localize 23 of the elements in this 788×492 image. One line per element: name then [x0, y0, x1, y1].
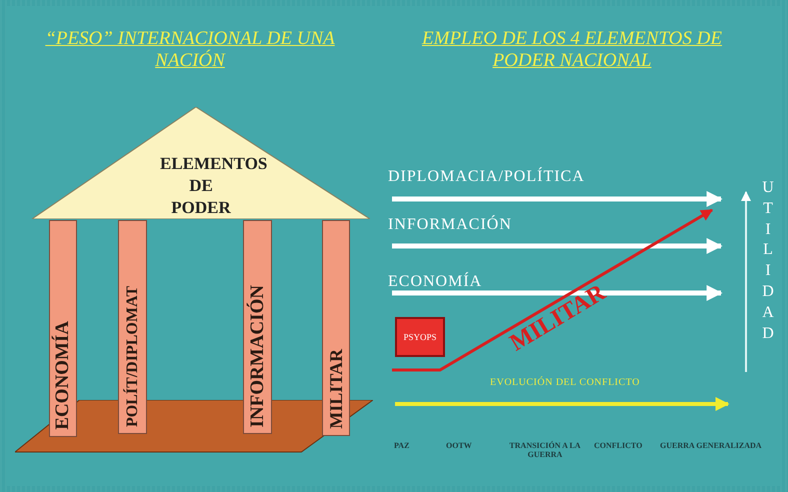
pillar [118, 220, 147, 434]
stage-label: GUERRA GENERALIZADA [660, 441, 762, 450]
pillar-label: ECONOMÍA [52, 321, 74, 432]
stage-label: PAZ [394, 441, 410, 450]
heading: “PESO” INTERNACIONAL DE UNA NACIÓN [44, 28, 336, 72]
axis-label: EVOLUCIÓN DEL CONFLICTO [490, 377, 640, 388]
stage-label: TRANSICIÓN A LA GUERRA [508, 441, 582, 459]
element-label: INFORMACIÓN [388, 216, 512, 234]
axis-label: UTILIDAD [762, 178, 774, 344]
element-label: ECONOMÍA [388, 273, 482, 291]
pillar [49, 220, 77, 437]
pillar-label: POLÍT/DIPLOMAT [124, 286, 142, 429]
psyops-box: PSYOPS [395, 317, 445, 357]
pillar-label: INFORMACIÓN [246, 284, 268, 429]
roof-label: ELEMENTOS DE PODER [159, 153, 268, 219]
roof-triangle [32, 107, 370, 219]
heading: EMPLEO DE LOS 4 ELEMENTOS DE PODER NACIONAL [420, 28, 723, 72]
pillar [243, 220, 272, 434]
element-label: DIPLOMACIA/POLÍTICA [388, 168, 585, 186]
pillar [322, 220, 350, 436]
stage-label: OOTW [446, 441, 472, 450]
pillar-label: MILITAR [326, 349, 346, 431]
stage-label: CONFLICTO [594, 441, 642, 450]
